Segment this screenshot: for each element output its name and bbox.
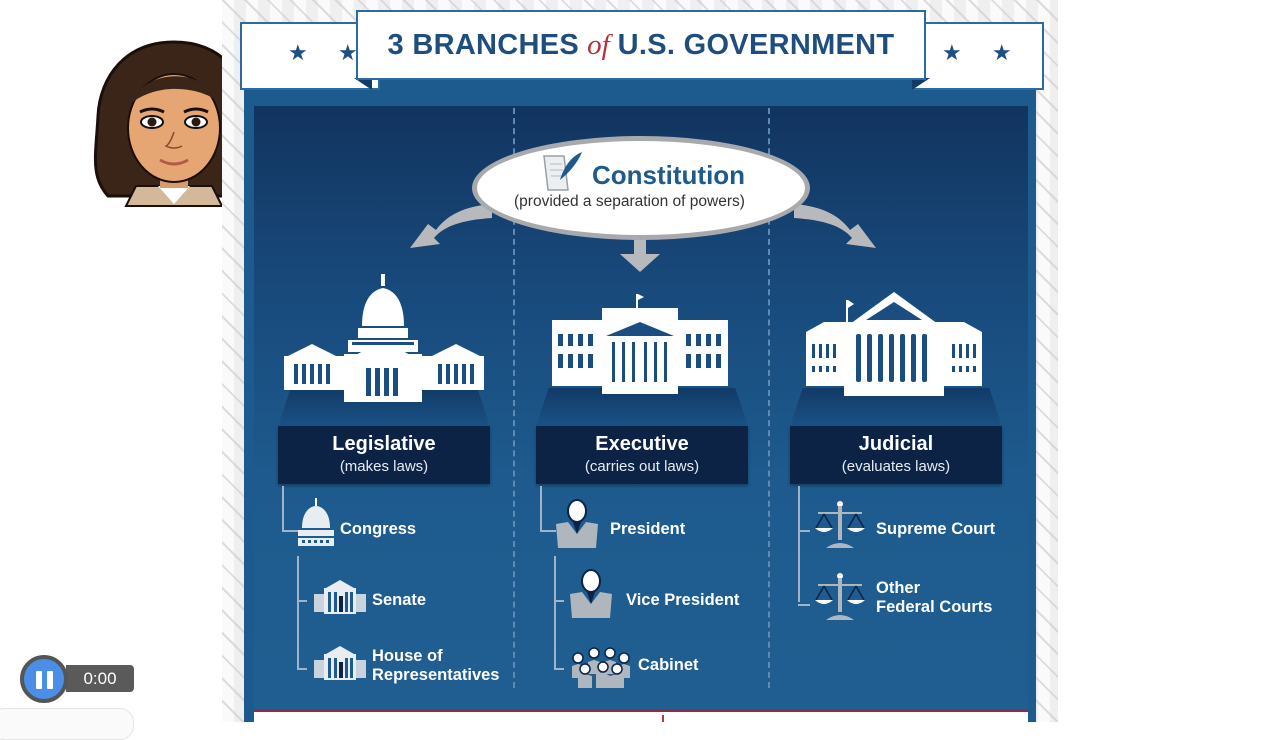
branch-description: (evaluates laws) [841,458,951,475]
tree-connector [540,486,556,532]
item-other-line2: Federal Courts [876,598,993,616]
item-house: House of Representatives [372,647,499,685]
tree-connector [297,556,311,668]
item-supreme-court: Supreme Court [876,520,996,538]
stars-right-icon: ★ ★ [942,40,1024,65]
scales-of-justice-icon [815,573,865,620]
item-house-line2: Representatives [372,666,500,684]
branch-legislative: Legislative (makes laws) [278,426,490,484]
scales-of-justice-icon [815,501,865,548]
ribbon-fold-left [354,78,372,90]
president-person-icon [556,499,598,548]
item-congress: Congress [340,520,417,538]
pause-icon [36,671,42,689]
constitution-ellipse [472,136,810,240]
arrow-left-icon [410,204,492,248]
title-part3: U.S. GOVERNMENT [617,28,895,61]
tree-connector [554,556,568,668]
footer-mark [662,715,664,722]
branch-description: (carries out laws) [584,458,700,475]
scroll-quill-icon [543,152,582,191]
tree-connector [798,486,814,602]
pedestal [536,388,748,426]
capitol-building-icon [284,274,484,402]
constitution-subtitle: (provided a separation of powers) [514,193,745,210]
pause-button[interactable] [20,655,68,703]
title-banner: 3 BRANCHES of U.S. GOVERNMENT [356,10,926,80]
supreme-court-icon [806,292,982,396]
item-house-line1: House of [372,647,443,665]
column-divider [768,108,770,688]
column-divider [513,108,515,688]
capitol-dome-icon [298,498,334,546]
item-other-federal-courts: Other Federal Courts [876,579,992,617]
branch-name: Executive [595,433,689,455]
footer-divider [254,709,1028,712]
playback-time: 0:00 [66,665,134,692]
bottom-toolbar-pill[interactable] [0,708,134,740]
cabinet-group-icon [572,647,630,688]
slide-infographic: ★ ★ ★ ★ 3 BRANCHES of U.S. GOVERNMENT Co… [222,0,1058,722]
pause-icon [47,671,53,689]
ribbon-fold-right [912,78,930,90]
presenter-avatar [86,36,262,212]
tree-connector [297,598,307,602]
house-building-icon [314,646,366,680]
tree-connector [554,598,564,602]
arrow-right-icon [794,204,876,248]
vice-president-person-icon [570,569,612,618]
item-vice-president: Vice President [626,591,740,609]
tree-connector [798,602,810,606]
tree-connector [297,666,307,670]
branch-judicial: Judicial (evaluates laws) [790,426,1002,484]
item-other-line1: Other [876,579,921,597]
senate-building-icon [314,580,366,614]
white-house-icon [552,294,728,394]
tree-connector [798,528,810,532]
stars-left-icon: ★ ★ [288,40,370,65]
item-president: President [610,520,686,538]
arrow-down-icon [620,238,660,272]
tree-connector [282,486,298,532]
tree-connector [554,666,564,670]
item-cabinet: Cabinet [638,656,699,674]
branch-executive: Executive (carries out laws) [536,426,748,484]
title-part1: 3 BRANCHES [387,28,580,61]
branch-description: (makes laws) [339,458,429,475]
title-part2: of [587,28,610,61]
constitution-title: Constitution [592,160,746,190]
branch-name: Judicial [858,433,934,455]
item-senate: Senate [372,591,427,609]
branch-name: Legislative [332,433,436,455]
footer-area [254,712,1028,722]
